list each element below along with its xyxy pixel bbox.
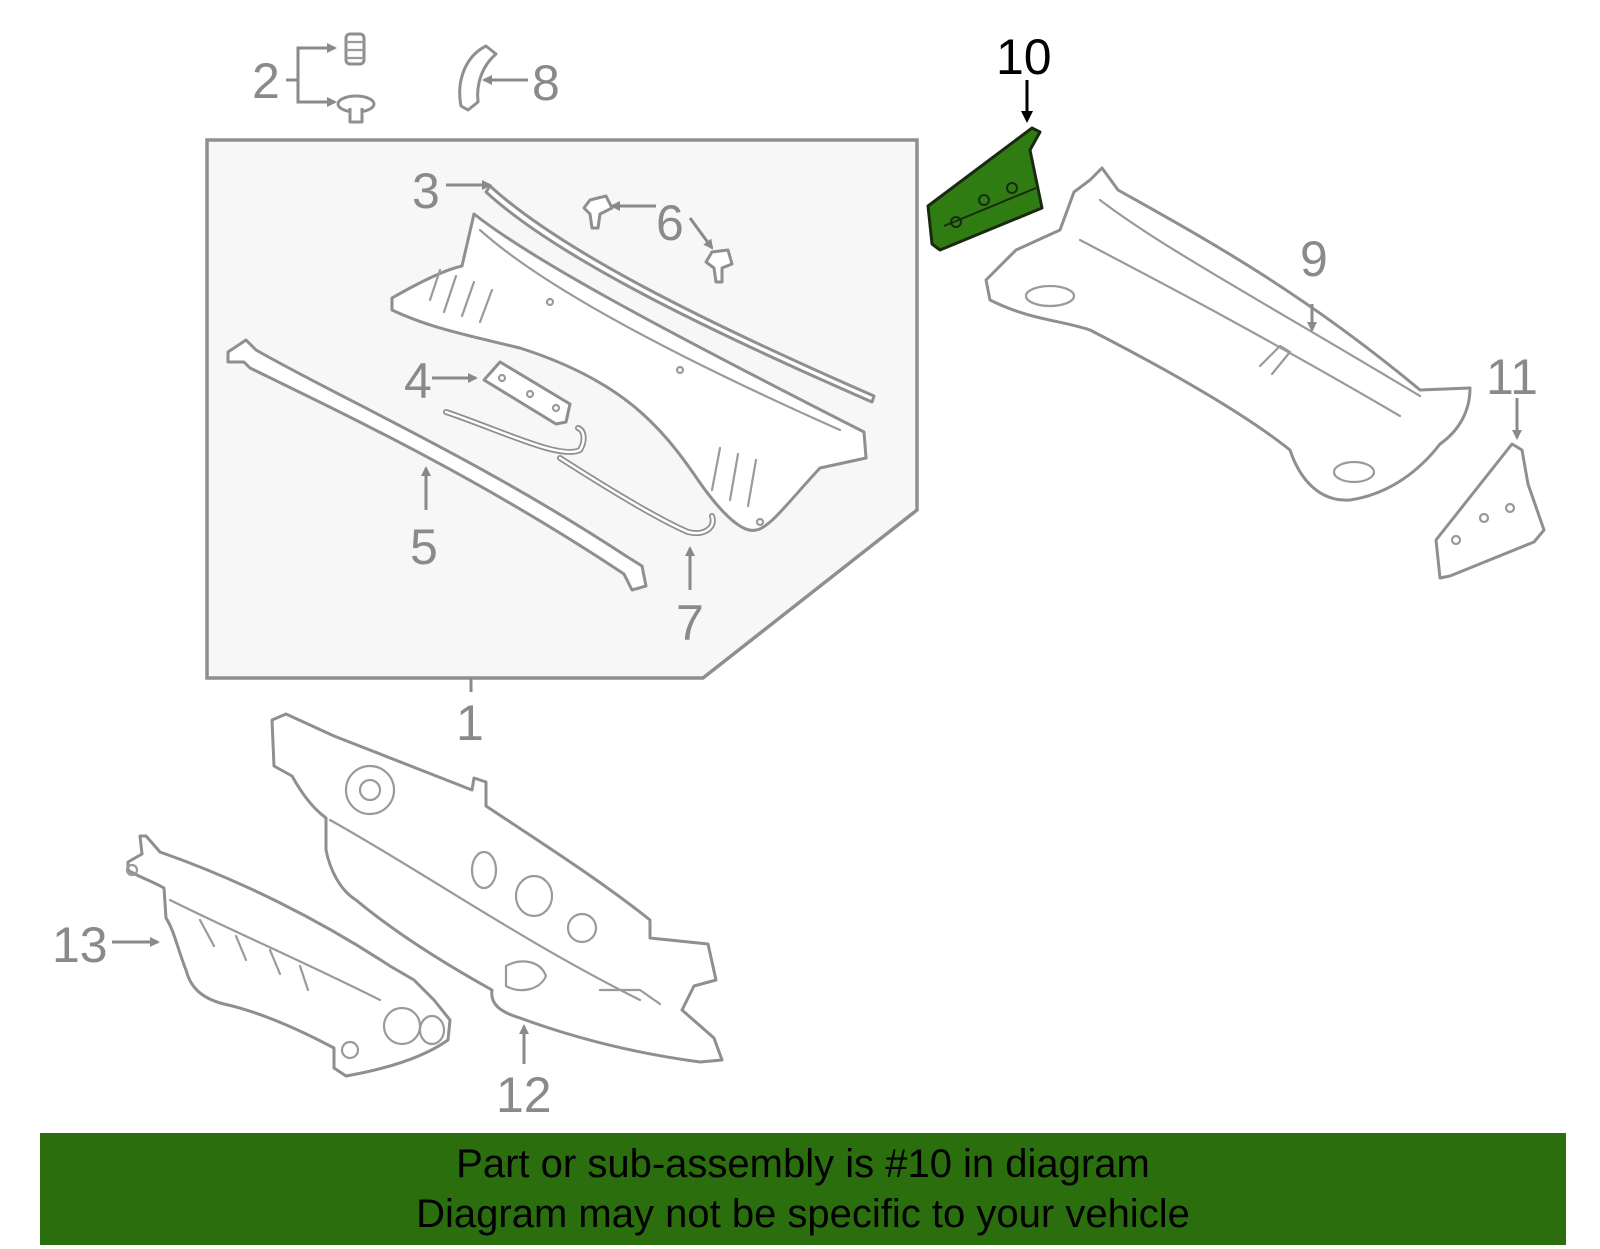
callout-7: 7 <box>676 595 704 651</box>
part-10-hole <box>950 216 962 228</box>
callout-11: 11 <box>1486 349 1538 405</box>
cowl-panel <box>390 212 868 532</box>
banner-line-2: Diagram may not be specific to your vehi… <box>416 1192 1190 1236</box>
banner-line-1: Part or sub-assembly is #10 in diagram <box>456 1142 1150 1186</box>
callout-5: 5 <box>410 519 438 575</box>
callout-9: 9 <box>1300 231 1328 287</box>
part-10-hole <box>1006 182 1018 194</box>
part-6-clips <box>582 194 734 284</box>
callout-8: 8 <box>532 55 560 111</box>
info-banner: Part or sub-assembly is #10 in diagram D… <box>40 1133 1566 1245</box>
part-3-seal <box>484 184 876 404</box>
part-10-hole <box>978 194 990 206</box>
part-11-gusset <box>1434 442 1546 580</box>
part-12-dash-panel <box>270 712 724 1064</box>
part-2-fasteners <box>286 32 376 124</box>
callout-4: 4 <box>404 353 432 409</box>
part-13-insulator <box>125 834 452 1078</box>
part-9-dash-upper <box>984 166 1472 502</box>
callout-13: 13 <box>52 917 108 973</box>
part-8-clip <box>458 44 498 112</box>
callout-6: 6 <box>656 195 684 251</box>
part-10-flange <box>943 187 1037 227</box>
callout-12: 12 <box>496 1067 552 1123</box>
callout-2: 2 <box>252 53 280 109</box>
part-7-hose-inner <box>444 410 585 454</box>
callout-1: 1 <box>456 695 484 751</box>
callout-3: 3 <box>412 163 440 219</box>
callout-10: 10 <box>996 29 1052 85</box>
part-10-highlighted <box>926 126 1044 252</box>
part-5-seal <box>226 338 648 592</box>
